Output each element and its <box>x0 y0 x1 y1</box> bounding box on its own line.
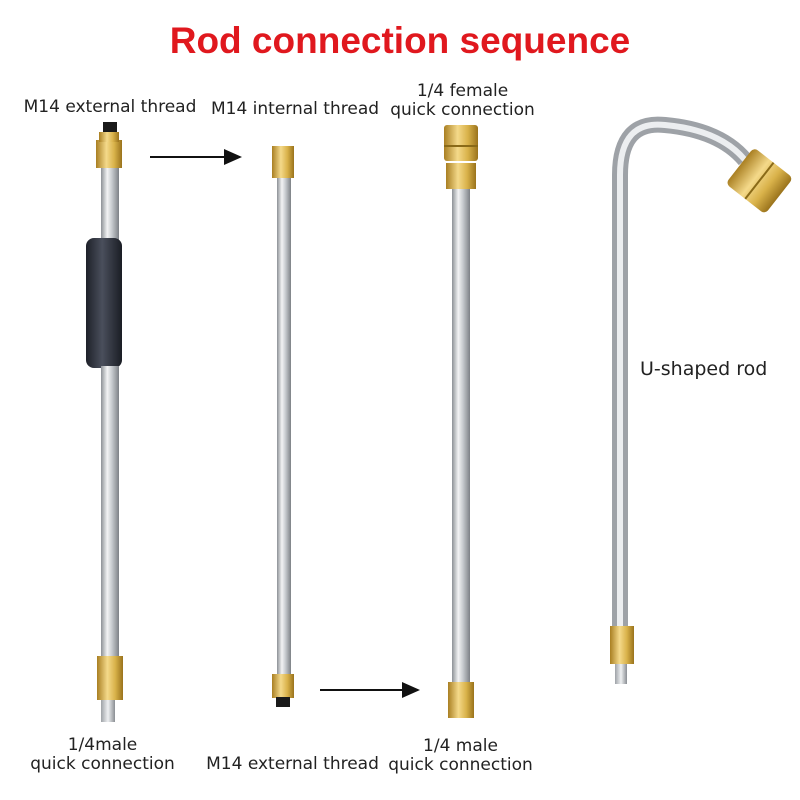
rod1-grip <box>86 238 122 368</box>
rod1-top-label: M14 external thread <box>23 97 197 117</box>
rod2-bottom-thread <box>276 697 290 707</box>
rod-1-lance <box>86 122 123 722</box>
rod1-bottom-label-2: quick connection <box>30 754 175 774</box>
rod1-top-brass-fitting <box>96 140 122 168</box>
rod3-bottom-label-2: quick connection <box>388 755 533 775</box>
rod3-top-label-1: 1/4 female <box>416 81 509 101</box>
rod3-bottom-brass-fitting <box>448 682 474 718</box>
rod2-top-brass-nut <box>272 146 294 178</box>
rod2-top-label: M14 internal thread <box>210 99 380 119</box>
rod1-bottom-label-1: 1/4male <box>67 735 138 755</box>
rod3-bottom-label-1: 1/4 male <box>423 736 498 756</box>
rod4-quick-plug <box>615 664 627 684</box>
rod4-bottom-brass-fitting <box>610 626 634 664</box>
rod4-side-label: U-shaped rod <box>640 358 768 380</box>
rod3-top-label-2: quick connection <box>390 100 535 120</box>
rod1-bottom-brass-fitting <box>97 656 123 700</box>
rod-3-extension <box>444 125 478 718</box>
rod2-bottom-label: M14 external thread <box>206 754 379 774</box>
rod-2-extension <box>272 146 294 707</box>
rod-4-u-shaped <box>610 116 792 684</box>
rod1-quick-plug <box>101 700 115 722</box>
rod2-bottom-brass-nut <box>272 674 294 698</box>
page-title: Rod connection sequence <box>169 20 631 61</box>
rod4-brass-coupler <box>727 149 792 213</box>
rod3-female-coupler <box>444 125 478 161</box>
rod1-top-thread <box>103 122 117 134</box>
